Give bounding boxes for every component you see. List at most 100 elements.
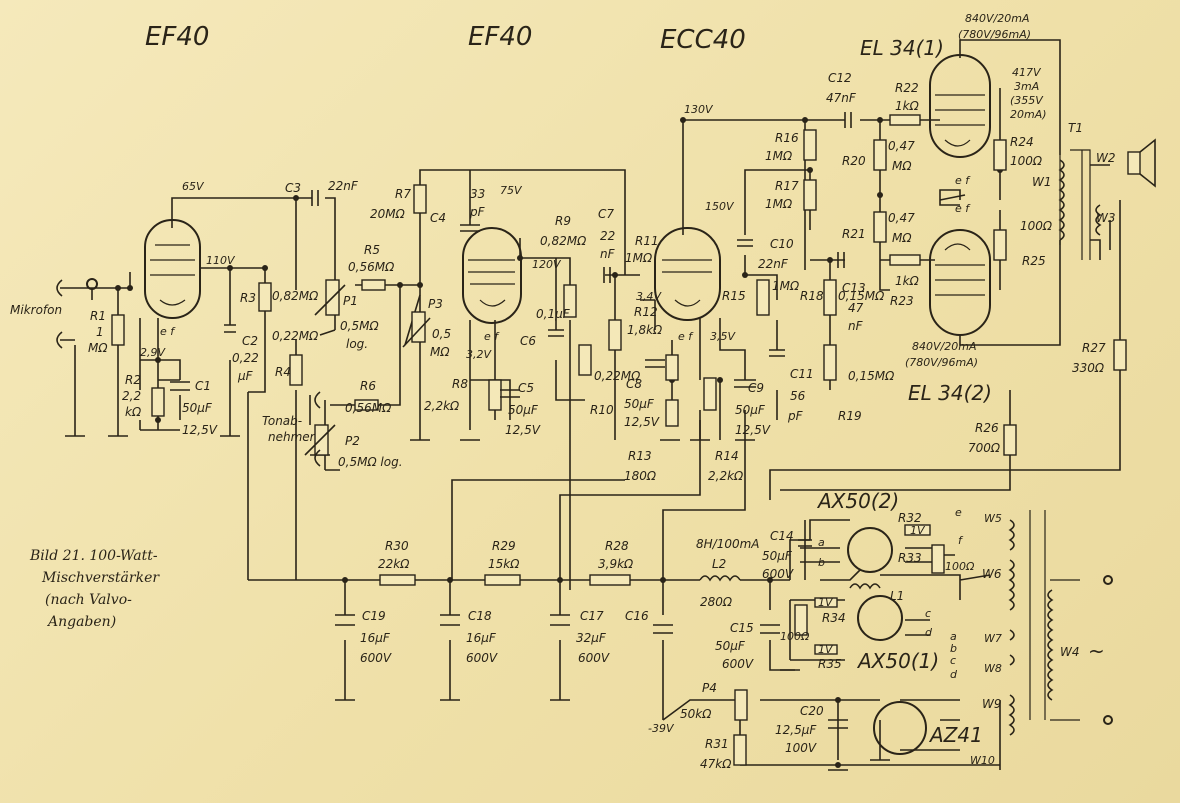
mic-label: Mikrofon [10,303,62,317]
part-label: 50kΩ [680,707,712,721]
part-label: 12,5µF [775,723,817,737]
part-label: 1MΩ [765,149,793,163]
pin-label: b [950,642,957,655]
part-label: W2 [1096,151,1116,165]
part-label: 16µF [360,631,391,645]
part-label: R1 [90,309,106,323]
part-label: 22nF [328,179,359,193]
voltage-label: (780V/96mA) [958,28,1031,41]
voltage-label: 110V [206,254,236,267]
part-label: 1V [910,524,926,537]
part-label: MΩ [892,159,912,173]
part-label: R27 [1082,341,1106,355]
part-label: R13 [628,449,652,463]
heater-label: e f [678,330,694,343]
part-label: R7 [395,187,411,201]
part-label: 100Ω [945,560,975,573]
winding-label: W7 [984,632,1002,645]
part-label: R32 [898,511,922,525]
part-label: C4 [430,211,446,225]
caption-line-4: Angaben) [46,614,116,630]
winding-label: W4 [1060,645,1080,659]
part-label: 600V [466,651,498,665]
part-label: 20MΩ [370,207,406,221]
part-label: R26 [975,421,999,435]
part-label: 50µF [715,639,746,653]
figure-caption: Bild 21. 100-Watt- Mischverstärker (nach… [29,548,160,630]
winding-label: W5 [984,512,1002,525]
voltage-label: 120V [532,258,562,271]
part-label: 2,2kΩ [708,469,744,483]
component-labels: R1 1 MΩ R2 2,2 kΩ C1 50µF 12,5V C2 0,22 … [88,71,1116,771]
part-label: R21 [842,227,866,241]
voltage-label: 75V [500,184,523,197]
part-label: C14 [770,529,794,543]
part-label: 1kΩ [895,99,920,113]
part-label: R6 [360,379,376,393]
winding-label: W10 [970,754,995,767]
part-label: 0,1µF [536,307,571,321]
part-label: P4 [702,681,717,695]
part-label: 12,5V [505,423,541,437]
part-label: R34 [822,611,846,625]
tube-label-v3: ECC40 [660,25,746,55]
pickup-label-2: nehmer [268,430,316,444]
part-label: C6 [520,334,536,348]
part-label: R15 [722,289,746,303]
voltage-label: 3,4V [636,290,662,303]
part-label: 0,22 [232,351,259,365]
part-label: 600V [578,651,610,665]
part-label: 600V [762,567,794,581]
pickup-label-1: Tonab- [262,414,302,428]
part-label: W1 [1032,175,1052,189]
part-label: R23 [890,294,914,308]
heater-label: e f [160,325,176,338]
part-label: 2,2kΩ [424,399,460,413]
part-label: 47nF [826,91,857,105]
part-label: R3 [240,291,256,305]
voltage-label: (355V [1010,94,1044,107]
voltage-label: 417V [1012,66,1042,79]
pin-label: c [950,654,956,667]
winding-label: W9 [982,697,1002,711]
part-label: R14 [715,449,739,463]
winding-label: W8 [984,662,1002,675]
part-label: 0,56MΩ [348,260,395,274]
part-label: 0,22MΩ [272,329,319,343]
voltage-label: 20mA) [1010,108,1047,121]
part-label: R20 [842,154,866,168]
voltage-label: 130V [684,103,714,116]
caption-line-3: (nach Valvo- [45,592,132,608]
pin-label: e [955,506,962,519]
part-label: R31 [705,737,729,751]
part-label: 22nF [758,257,789,271]
part-label: R11 [635,234,659,248]
part-label: MΩ [892,231,912,245]
part-label: 0,5 [432,327,451,341]
part-label: C9 [748,381,764,395]
part-label: 50µF [508,403,539,417]
part-label: 1MΩ [625,251,653,265]
part-label: R30 [385,539,409,553]
part-label: 50µF [762,549,793,563]
tube-label-rect1: AX50(1) [856,649,939,673]
part-label: 1V [818,643,834,656]
part-label: 700Ω [968,441,1001,455]
part-label: MΩ [88,341,108,355]
part-label: 22kΩ [378,557,410,571]
part-label: 1MΩ [772,279,800,293]
part-label: R16 [775,131,799,145]
part-label: pF [787,409,804,423]
part-label: 0,56MΩ [345,401,392,415]
part-label: 0,47 [888,211,915,225]
pin-label: a [818,536,825,549]
part-label: 330Ω [1072,361,1105,375]
winding-label: W6 [982,567,1002,581]
heater-label: e f [955,202,971,215]
part-label: R35 [818,657,842,671]
inductors [699,159,1102,736]
input-labels: Mikrofon Tonab- nehmer [10,303,316,444]
part-label: P2 [345,434,360,448]
part-label: nF [848,319,864,333]
